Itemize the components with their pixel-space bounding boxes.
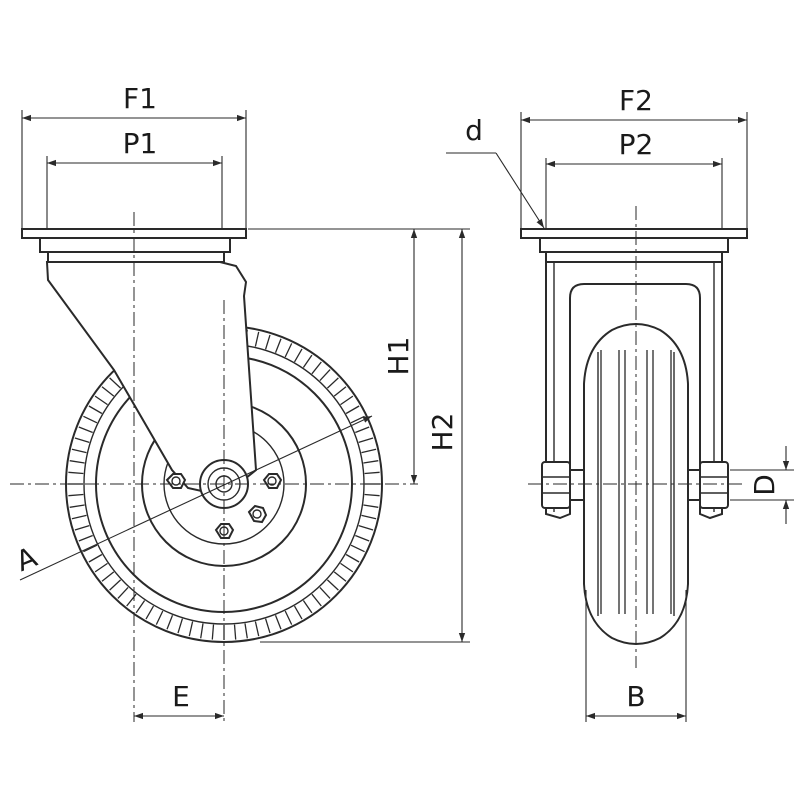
tread-tick xyxy=(293,605,303,620)
tread-tick xyxy=(166,615,174,630)
tread-tick xyxy=(74,524,90,531)
tread-tick xyxy=(244,623,248,639)
side-rim-bolt-4 xyxy=(247,504,268,524)
side-swivel-ring xyxy=(47,251,225,263)
dim-B-label: B xyxy=(626,680,645,713)
tread-tick xyxy=(326,579,339,591)
tread-tick xyxy=(78,426,93,434)
dim-A-label: A xyxy=(11,540,41,578)
tread-tick xyxy=(350,415,365,424)
tread-tick xyxy=(326,377,339,389)
front-top-plate-lower xyxy=(539,237,729,253)
front-swivel-ring xyxy=(545,251,723,263)
front-view: F2 P2 d D B xyxy=(446,84,794,722)
tread-tick xyxy=(363,504,379,508)
front-top-plate xyxy=(520,228,748,239)
tread-tick xyxy=(101,571,115,582)
dim-P2-label: P2 xyxy=(619,128,654,161)
tread-tick xyxy=(302,354,313,368)
tread-tick xyxy=(284,343,293,358)
tread-tick xyxy=(71,514,87,520)
tread-tick xyxy=(94,395,108,406)
dim-D-label: D xyxy=(748,474,781,496)
front-axle-nut-right xyxy=(687,461,729,509)
tread-tick xyxy=(155,610,164,625)
tread-tick xyxy=(109,377,122,389)
tread-tick xyxy=(88,553,103,563)
tread-tick xyxy=(274,615,282,630)
dim-H2-label: H2 xyxy=(426,413,459,452)
side-fork-edge xyxy=(113,369,173,471)
tread-tick xyxy=(74,437,90,444)
tread-tick xyxy=(68,471,84,475)
tread-tick xyxy=(340,562,354,573)
tread-tick xyxy=(126,593,137,607)
tread-tick xyxy=(345,553,360,563)
dim-F1-label: F1 xyxy=(123,82,157,115)
tread-tick xyxy=(188,621,194,637)
tread-tick xyxy=(363,460,379,464)
tread-tick xyxy=(284,610,293,625)
tread-tick xyxy=(69,504,85,508)
tread-tick xyxy=(83,544,98,553)
tread-tick xyxy=(200,623,204,639)
tread-tick xyxy=(319,586,331,599)
tread-tick xyxy=(319,369,331,382)
tread-tick xyxy=(355,534,370,542)
tread-tick xyxy=(145,605,155,620)
front-tyre-tread xyxy=(600,350,672,614)
tread-tick xyxy=(355,426,370,434)
tread-tick xyxy=(88,405,103,415)
tread-tick xyxy=(311,593,322,607)
tread-tick xyxy=(254,621,260,637)
tread-tick xyxy=(83,415,98,424)
dim-A-line xyxy=(19,415,373,581)
tread-tick xyxy=(311,361,322,375)
tread-tick xyxy=(71,448,87,454)
tread-tick xyxy=(109,579,122,591)
dim-P1-label: P1 xyxy=(123,127,158,160)
tread-tick xyxy=(68,493,84,497)
tread-tick xyxy=(264,334,271,350)
tread-tick xyxy=(333,571,347,582)
tread-tick xyxy=(361,514,377,520)
tread-tick xyxy=(358,524,374,531)
tread-tick xyxy=(340,395,354,406)
tread-tick xyxy=(358,437,374,444)
tread-tick xyxy=(364,471,380,475)
side-rim-bolt-2 xyxy=(262,473,283,489)
tread-tick xyxy=(69,460,85,464)
tread-tick xyxy=(293,348,303,363)
side-top-plate-lower xyxy=(39,237,231,253)
tread-tick xyxy=(117,586,129,599)
tread-tick xyxy=(78,534,93,542)
tread-tick xyxy=(302,600,313,614)
dim-F2-label: F2 xyxy=(619,84,653,117)
tread-tick xyxy=(254,331,260,347)
tread-tick xyxy=(364,493,380,497)
tread-tick xyxy=(350,544,365,553)
dim-H1-label: H1 xyxy=(382,337,415,376)
dim-d-label: d xyxy=(465,114,483,147)
tread-tick xyxy=(135,600,146,614)
tread-tick xyxy=(177,618,184,634)
tread-tick xyxy=(101,386,115,397)
tread-tick xyxy=(233,624,237,640)
dim-E-label: E xyxy=(172,680,190,713)
tread-tick xyxy=(361,448,377,454)
side-view: F1 P1 H1 H2 A E xyxy=(10,82,470,722)
tread-tick xyxy=(94,562,108,573)
tread-tick xyxy=(211,624,215,640)
tread-tick xyxy=(264,618,271,634)
tread-tick xyxy=(345,405,360,415)
tread-tick xyxy=(274,338,282,353)
front-axle-nut-left xyxy=(541,461,585,509)
tread-tick xyxy=(333,386,347,397)
